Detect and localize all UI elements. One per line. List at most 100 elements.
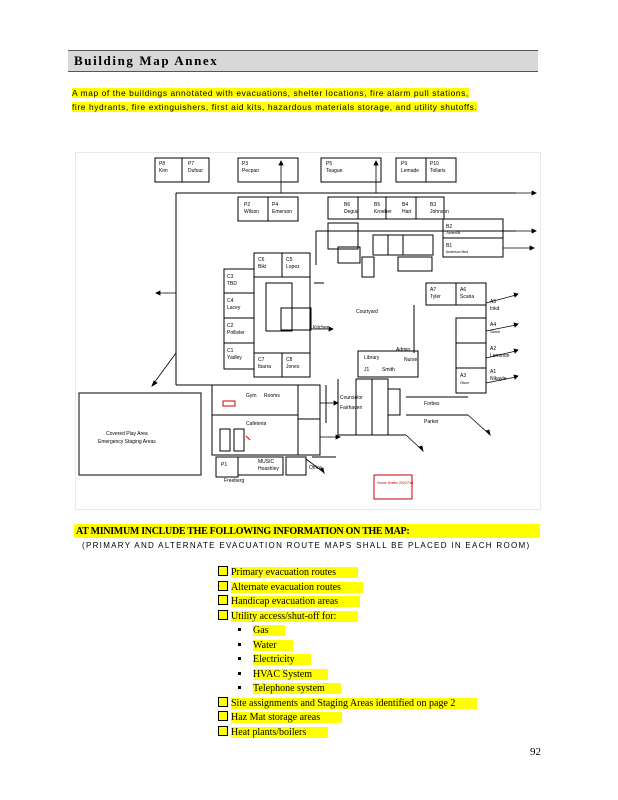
checklist-item: Heat plants/boilers bbox=[218, 725, 477, 741]
admin-label: Admin bbox=[396, 347, 410, 353]
utility-item: HVAC System bbox=[218, 668, 477, 683]
room-label: P7 bbox=[188, 161, 194, 167]
music-label: MUSIC bbox=[258, 459, 275, 465]
room-label: P2 bbox=[244, 202, 250, 208]
room-name: Biki bbox=[258, 264, 266, 270]
page-number: 92 bbox=[530, 746, 541, 758]
room-name: Johnson bbox=[430, 209, 449, 215]
checkbox-icon bbox=[218, 595, 228, 605]
room-name: Tollaris bbox=[430, 168, 446, 174]
room-label: P4 bbox=[272, 202, 278, 208]
room-name: Degue bbox=[344, 209, 359, 215]
room-name: Emerson bbox=[272, 209, 292, 215]
intro-line-1: A map of the buildings annotated with ev… bbox=[72, 88, 469, 98]
room-name: Kroeber bbox=[374, 209, 392, 215]
room-label: P10 bbox=[430, 161, 439, 167]
room-label: C8 bbox=[286, 357, 293, 363]
room-label: C4 bbox=[227, 298, 234, 304]
room-label: C6 bbox=[258, 257, 265, 263]
room-label: A3 bbox=[460, 373, 466, 379]
room-label: C5 bbox=[286, 257, 293, 263]
room-label: B5 bbox=[374, 202, 380, 208]
checkbox-icon bbox=[218, 609, 228, 620]
room-label: C7 bbox=[258, 357, 265, 363]
room-name: Hart bbox=[402, 209, 412, 215]
room-name: Lopez bbox=[286, 264, 300, 270]
bullet-icon bbox=[238, 642, 241, 646]
room-label: B3 bbox=[430, 202, 436, 208]
room-label: P5 bbox=[326, 161, 332, 167]
room-label: P3 bbox=[242, 161, 248, 167]
gym-label: Gym bbox=[246, 393, 257, 399]
room-label: B2 bbox=[446, 224, 452, 230]
room-name: Inkd bbox=[490, 306, 500, 312]
lab-label: J1 bbox=[364, 367, 370, 373]
fairhaven-label: Fairhaven bbox=[340, 405, 362, 411]
utility-item: Water bbox=[218, 639, 477, 654]
room-name: TBD bbox=[227, 281, 237, 287]
p1-label: P1 bbox=[221, 462, 227, 468]
room-label: B4 bbox=[402, 202, 408, 208]
room-name: Olson bbox=[460, 381, 469, 385]
nurse-label: Nurse bbox=[404, 357, 418, 363]
section-title: Building Map Annex bbox=[74, 53, 219, 68]
room-name: Scaria bbox=[460, 294, 474, 300]
room-name: Dufour bbox=[188, 168, 203, 174]
checklist-item: Utility access/shut-off for: bbox=[218, 609, 477, 625]
utility-item: Telephone system bbox=[218, 682, 477, 697]
room-name: Tyler bbox=[430, 294, 441, 300]
room-name: Jumentilk bbox=[446, 231, 461, 235]
bullet-icon bbox=[238, 686, 241, 689]
room-label: B1 bbox=[446, 243, 452, 249]
office-label: Office bbox=[309, 465, 322, 471]
kitchen-label: Kitchen bbox=[313, 325, 330, 331]
forbes-label: Forbes bbox=[424, 401, 440, 407]
room-label: A6 bbox=[460, 287, 466, 293]
room-label: A2 bbox=[490, 346, 496, 352]
requirements-checklist: Primary evacuation routes Alternate evac… bbox=[218, 566, 478, 741]
room-label: A1 bbox=[490, 369, 496, 375]
requirements-heading-highlight bbox=[74, 524, 540, 538]
music-teacher-label: Hoashley bbox=[258, 466, 279, 472]
room-label: C2 bbox=[227, 323, 234, 329]
room-name: Lemmon bbox=[490, 353, 510, 359]
staging-area-label: Emergency Staging Areas bbox=[98, 439, 156, 445]
room-name: Teague bbox=[326, 168, 343, 174]
room-name: Wilson bbox=[244, 209, 259, 215]
room-label: A5 bbox=[490, 299, 496, 305]
checkbox-icon bbox=[218, 580, 228, 591]
checklist-item: Haz Mat storage areas bbox=[218, 711, 477, 726]
room-label: A4 bbox=[490, 322, 496, 328]
checkbox-icon bbox=[218, 696, 228, 707]
checklist-item: Alternate evacuation routes bbox=[218, 580, 477, 596]
bullet-icon bbox=[238, 657, 241, 660]
counselor-label: Counselor bbox=[340, 395, 363, 401]
room-name: Anderson Med bbox=[446, 250, 468, 254]
room-label: P8 bbox=[159, 161, 165, 167]
room-name: Pollister bbox=[227, 330, 245, 336]
library-label: Library bbox=[364, 355, 380, 361]
building-map: P8 Kim P7 Dufour P3 Pecpao P5 Teague P9 … bbox=[75, 152, 541, 510]
requirements-heading: AT MINIMUM INCLUDE THE FOLLOWING INFORMA… bbox=[76, 526, 410, 537]
room-name: Glomb bbox=[490, 330, 500, 334]
room-label: C1 bbox=[227, 348, 234, 354]
requirements-subheading: (PRIMARY AND ALTERNATE EVACUATION ROUTE … bbox=[82, 541, 531, 550]
room-name: Jones bbox=[286, 364, 300, 370]
courtyard-label: Courtyard bbox=[356, 309, 378, 315]
freeberg-label: Freeberg bbox=[224, 478, 245, 484]
room-name: Lemade bbox=[401, 168, 419, 174]
covered-area-label: Covered Play Area bbox=[106, 431, 148, 437]
section-header-bar: Building Map Annex bbox=[68, 50, 538, 72]
room-label: P9 bbox=[401, 161, 407, 167]
parker-label: Parker bbox=[424, 419, 439, 425]
intro-paragraph: A map of the buildings annotated with ev… bbox=[72, 86, 542, 114]
checklist-item: Primary evacuation routes bbox=[218, 566, 477, 581]
intro-line-2: fire hydrants, fire extinguishers, first… bbox=[72, 102, 478, 112]
room-name: Pecpao bbox=[242, 168, 259, 174]
checkbox-icon bbox=[218, 711, 228, 721]
room-name: Nikayle bbox=[490, 376, 507, 382]
room-name: Ibarra bbox=[258, 364, 271, 370]
checkbox-icon bbox=[218, 566, 228, 576]
checklist-item: Handicap evacuation areas bbox=[218, 595, 477, 610]
cafeteria-label: Cafeteria bbox=[246, 421, 267, 427]
